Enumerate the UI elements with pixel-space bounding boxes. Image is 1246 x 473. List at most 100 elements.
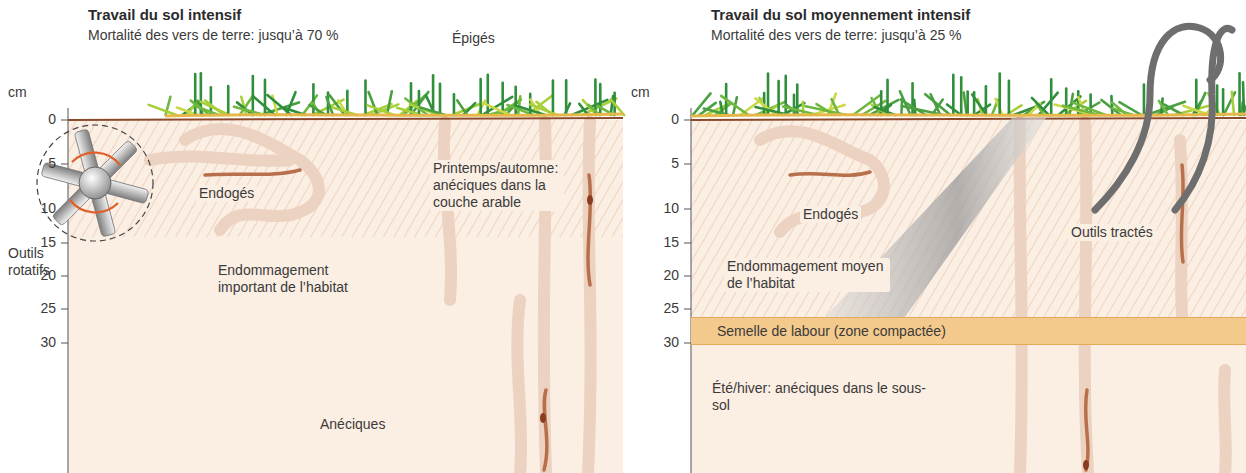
depth-value: 30 [26,334,56,351]
aneic-burrow [1180,140,1183,330]
aneic-burrow [588,122,591,473]
tine [1175,28,1232,210]
axis-tick [61,164,68,165]
panel-title: Travail du sol intensif [88,6,241,23]
rotation-arrow [70,200,118,212]
note: Endommagement important de l’habitat [218,262,388,296]
grass-blade [1111,96,1112,115]
clitellum [587,195,593,205]
aneic-burrow [517,300,521,473]
grass-blade [599,84,602,115]
note: Printemps/automne: anéciques dans la cou… [430,160,564,211]
endogeic-burrow [150,156,290,161]
tool-label: Outils tractés [1068,224,1156,241]
rotation-arrow [72,153,120,165]
depth-value: 25 [649,300,679,317]
grass-blade [966,91,969,115]
grass-blade [1222,89,1225,115]
grass-blade [565,80,568,115]
clitellum [540,413,546,423]
grass-blade [998,74,1001,115]
tine [1095,26,1221,210]
grass-blade [453,94,456,115]
depth-value: 10 [649,200,679,217]
band-label: Semelle de labour (zone compactée) [717,323,946,340]
grass-blade [201,102,229,115]
axis-unit: cm [8,84,27,101]
rotation-circle [37,125,153,241]
tines [41,129,149,237]
grass-blade [312,84,315,115]
grass-blade [149,105,177,115]
soil-surface [68,118,623,120]
depth-value: 20 [649,267,679,284]
axis-tick [61,309,68,310]
grass-blade [802,102,805,115]
grass-blade [721,96,748,115]
grass-blade [369,92,378,115]
grass-blade [1065,89,1068,115]
axis-tick [684,243,691,244]
grass-blade [457,100,467,115]
grass-blade [1032,98,1049,115]
grass-blade [1069,94,1072,115]
panel-subtitle: Mortalité des vers de terre: jusqu’à 25 … [711,27,962,44]
depth-axis [691,108,692,473]
grass-blade [947,104,961,115]
grass-blade [1243,82,1244,115]
axis-tick [61,243,68,244]
worm [544,390,547,470]
depth-value: 15 [649,234,679,251]
grass-blade [1143,84,1146,115]
worm [1181,165,1183,262]
grass-blade [418,91,421,115]
grass-blade [483,103,510,115]
worm [790,172,870,175]
endogeic-burrow [760,131,884,232]
straw [691,114,1246,116]
panel-title: Travail du sol moyennement intensif [711,6,970,23]
grass-blade [264,80,267,115]
axis-ticks [61,120,691,343]
grass-blade [486,75,489,115]
hub [79,167,111,199]
panel-subtitle: Mortalité des vers de terre: jusqu’à 70 … [88,27,339,44]
aneic-burrow [1224,370,1226,473]
grass-blade [1238,73,1241,115]
grass-blade [960,77,963,115]
aneic-burrow [1085,122,1088,473]
grass-blade [1224,92,1235,115]
depth-value: 10 [26,200,56,217]
worm [588,175,590,285]
grass-blade [1159,101,1168,115]
axis-tick [684,209,691,210]
depth-value: 25 [26,300,56,317]
burrows [150,122,1226,473]
grass-blade [194,74,197,115]
depth-value: 0 [649,111,679,128]
grass-blade [479,79,482,115]
subsoil [68,120,623,473]
axis-tick [684,309,691,310]
aneic-burrow [444,122,451,300]
grass-blade [364,80,367,115]
axis-unit: cm [631,84,650,101]
plough-pan-band: Semelle de labour (zone compactée) [691,317,1246,345]
axis-tick [61,276,68,277]
axis-tick [61,343,68,344]
soil-surface [691,118,1246,120]
axis-tick [684,164,691,165]
plough-pan [691,317,1246,345]
grass [149,73,1246,116]
note: Été/hiver: anéciques dans le sous-sol [712,380,942,414]
grass-blade [972,94,986,115]
depth-value: 0 [26,111,56,128]
rotary-tool [37,125,153,241]
grass-blade [985,86,988,115]
grass-blade [514,87,517,115]
depth-value: 30 [649,334,679,351]
depth-value: 5 [26,155,56,172]
group-label: Endogés [800,206,861,223]
